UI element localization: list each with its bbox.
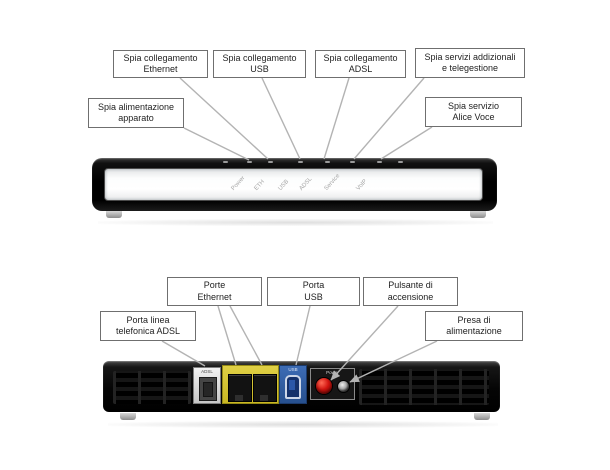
rj45-tab: [235, 395, 243, 401]
adsl-rj11-port: [199, 377, 217, 401]
led-tick: [377, 161, 382, 163]
ethernet-port-panel: [222, 365, 279, 404]
usb-b-port: [285, 375, 301, 399]
vent-grille-right: [359, 369, 489, 405]
front-face: Power ETH USB ADSL Service VoIP: [104, 168, 483, 201]
usb-socket: [289, 380, 295, 390]
led-label-usb: USB: [277, 178, 291, 192]
adsl-port-label: ADSL: [201, 369, 213, 374]
callout-pulsante-accensione: Pulsante di accensione: [363, 277, 458, 306]
ethernet-port-2: [253, 374, 277, 402]
power-jack: [338, 381, 349, 392]
led-label-service: Service: [323, 173, 342, 192]
ethernet-port-1: [228, 374, 252, 402]
rj45-tab: [260, 395, 268, 401]
led-label-adsl: ADSL: [298, 176, 314, 192]
device-foot: [106, 211, 122, 218]
callout-spia-servizi: Spia servizi addizionali e telegestione: [415, 48, 525, 78]
led-tick: [268, 161, 273, 163]
device-foot: [120, 413, 136, 420]
power-panel-label: Power: [326, 370, 339, 375]
led-tick: [298, 161, 303, 163]
led-tick: [325, 161, 330, 163]
led-label-power: Power: [230, 175, 247, 192]
callout-spia-alimentazione: Spia alimentazione apparato: [88, 98, 184, 128]
led-label-voip: VoIP: [355, 178, 369, 192]
vent-grille-left: [113, 371, 191, 404]
callout-porte-ethernet: Porte Ethernet: [167, 277, 262, 306]
rear-panel-device: ADSL USB Power: [103, 361, 500, 420]
led-tick: [350, 161, 355, 163]
led-label-eth: ETH: [253, 179, 267, 192]
callout-porta-usb: Porta USB: [267, 277, 360, 306]
callout-porta-linea-adsl: Porta linea telefonica ADSL: [100, 311, 196, 341]
usb-port-label: USB: [288, 367, 298, 372]
callout-spia-adsl: Spia collegamento ADSL: [315, 50, 406, 78]
power-panel: Power: [310, 368, 355, 400]
callout-spia-ethernet: Spia collegamento Ethernet: [113, 50, 208, 78]
rj11-socket: [203, 382, 213, 397]
device-foot: [474, 413, 490, 420]
adsl-port-panel: ADSL: [193, 367, 221, 404]
led-tick: [247, 161, 252, 163]
usb-port-panel: USB: [279, 365, 307, 404]
led-tick: [398, 161, 403, 163]
callout-spia-usb: Spia collegamento USB: [213, 50, 306, 78]
callout-spia-alice-voce: Spia servizio Alice Voce: [425, 97, 522, 127]
device-foot: [470, 211, 486, 218]
front-device-shadow: [98, 219, 493, 226]
power-button: [316, 378, 332, 394]
callout-presa-alimentazione: Presa di alimentazione: [425, 311, 523, 341]
rear-device-shadow: [108, 421, 498, 428]
front-panel-device: Power ETH USB ADSL Service VoIP: [92, 158, 497, 218]
led-tick: [223, 161, 228, 163]
